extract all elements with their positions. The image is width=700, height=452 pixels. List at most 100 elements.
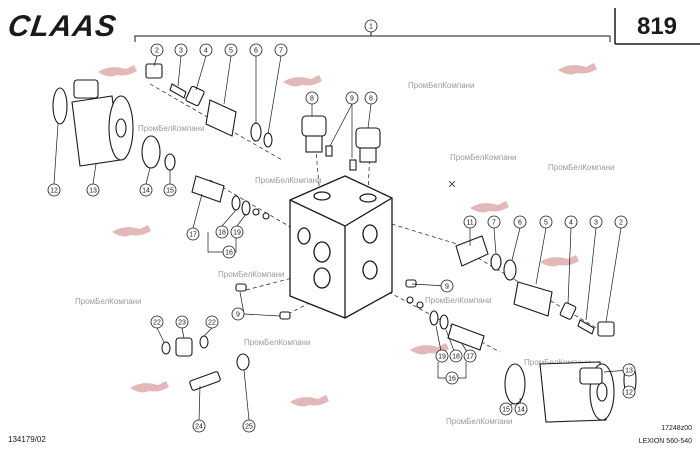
svg-text:17: 17	[466, 354, 474, 361]
watermark-logo	[112, 225, 151, 237]
watermark-logo	[283, 75, 322, 87]
valve-block	[289, 175, 393, 319]
model-name: LEXION 560-540	[639, 438, 692, 445]
callout-17: 17	[463, 349, 477, 363]
svg-text:16: 16	[225, 250, 233, 257]
callout-25: 25	[242, 419, 256, 433]
watermark-logo	[98, 65, 137, 77]
drawing-number: 134179/02	[8, 435, 46, 444]
callout-19: 19	[230, 225, 244, 239]
callout-8: 8	[305, 91, 319, 105]
cross-mark	[448, 180, 456, 188]
svg-text:2: 2	[619, 220, 623, 227]
watermark-text: ПромБелКомпани	[75, 297, 142, 306]
svg-text:8: 8	[310, 96, 314, 103]
callout-5: 5	[539, 215, 553, 229]
watermark-text: ПромБелКомпани	[255, 176, 322, 185]
svg-text:16: 16	[448, 376, 456, 383]
svg-text:14: 14	[142, 188, 150, 195]
connector-plug-part	[73, 79, 99, 99]
svg-text:19: 19	[233, 230, 241, 237]
axis-line	[245, 275, 301, 291]
callout-23: 23	[175, 315, 189, 329]
fitting-part	[175, 337, 193, 357]
watermark-text: ПромБелКомпани	[244, 338, 311, 347]
o-ring-part	[503, 259, 517, 281]
svg-text:15: 15	[502, 407, 510, 414]
svg-text:6: 6	[518, 220, 522, 227]
svg-text:3: 3	[594, 220, 598, 227]
watermark-text: ПромБелКомпани	[446, 417, 513, 426]
watermark-text: ПромБелКомпани	[450, 153, 517, 162]
svg-text:1: 1	[369, 24, 373, 31]
solenoid-coil-bore	[115, 118, 127, 138]
callout-22: 22	[205, 315, 219, 329]
callout-1: 1	[364, 19, 378, 33]
callout-2: 2	[614, 215, 628, 229]
watermark-logo	[470, 201, 509, 213]
svg-text:8: 8	[369, 96, 373, 103]
valve-block-port	[359, 193, 377, 203]
o-ring-part	[250, 122, 262, 142]
plug-part	[405, 279, 417, 288]
callout-2: 2	[150, 43, 164, 57]
fitting-part	[301, 115, 327, 137]
callout-8: 8	[364, 91, 378, 105]
header: CLAAS 819	[6, 8, 700, 45]
callout-6: 6	[249, 43, 263, 57]
callout-11: 11	[463, 215, 477, 229]
callout-18: 18	[215, 225, 229, 239]
callout-17: 17	[186, 227, 200, 241]
end-cap-part	[597, 321, 615, 337]
o-ring-part	[141, 135, 161, 169]
callout-3: 3	[589, 215, 603, 229]
svg-text:9: 9	[236, 312, 240, 319]
fitting-part-thread	[305, 135, 323, 153]
valve-cartridge-part	[205, 99, 237, 137]
callout-12: 12	[622, 385, 636, 399]
fitting-part	[355, 127, 381, 149]
valve-block-outline	[289, 175, 393, 319]
callout-19: 19	[435, 349, 449, 363]
callout-18: 18	[449, 349, 463, 363]
callout-12: 12	[47, 183, 61, 197]
svg-text:17: 17	[189, 232, 197, 239]
svg-text:7: 7	[492, 220, 496, 227]
svg-text:3: 3	[179, 48, 183, 55]
callout-13: 13	[622, 363, 636, 377]
page-number: 819	[637, 13, 677, 40]
svg-text:6: 6	[254, 48, 258, 55]
valve-block-port	[313, 191, 331, 201]
callout-24: 24	[192, 419, 206, 433]
svg-text:22: 22	[153, 320, 161, 327]
svg-text:12: 12	[50, 188, 58, 195]
bolt-part	[189, 371, 221, 391]
watermarks: ПромБелКомпани ПромБелКомпани ПромБелКом…	[75, 81, 615, 426]
watermark-logo	[540, 255, 579, 267]
footer: 134179/02 17248z00 LEXION 560-540	[8, 425, 692, 445]
o-ring-part	[241, 200, 251, 216]
loose-parts	[161, 279, 417, 391]
svg-text:23: 23	[178, 320, 186, 327]
valve-cartridge-part	[513, 281, 553, 317]
callout-9: 9	[231, 307, 245, 321]
top-fittings	[301, 115, 381, 171]
svg-text:4: 4	[569, 220, 573, 227]
svg-text:11: 11	[466, 220, 473, 227]
watermark-text: ПромБелКомпани	[548, 163, 615, 172]
callout-14: 14	[139, 183, 153, 197]
svg-text:9: 9	[445, 284, 449, 291]
brand-logo: CLAAS	[6, 10, 119, 43]
check-valve-part	[191, 175, 225, 203]
callout-4: 4	[564, 215, 578, 229]
valve-block-port	[362, 224, 378, 244]
plug-part	[235, 283, 247, 292]
valve-block-port	[313, 267, 331, 289]
o-ring-part	[199, 335, 209, 349]
watermark-text: ПромБелКомпани	[425, 296, 492, 305]
svg-text:15: 15	[166, 188, 174, 195]
o-ring-part	[490, 253, 502, 271]
watermark-text: ПромБелКомпани	[138, 124, 205, 133]
